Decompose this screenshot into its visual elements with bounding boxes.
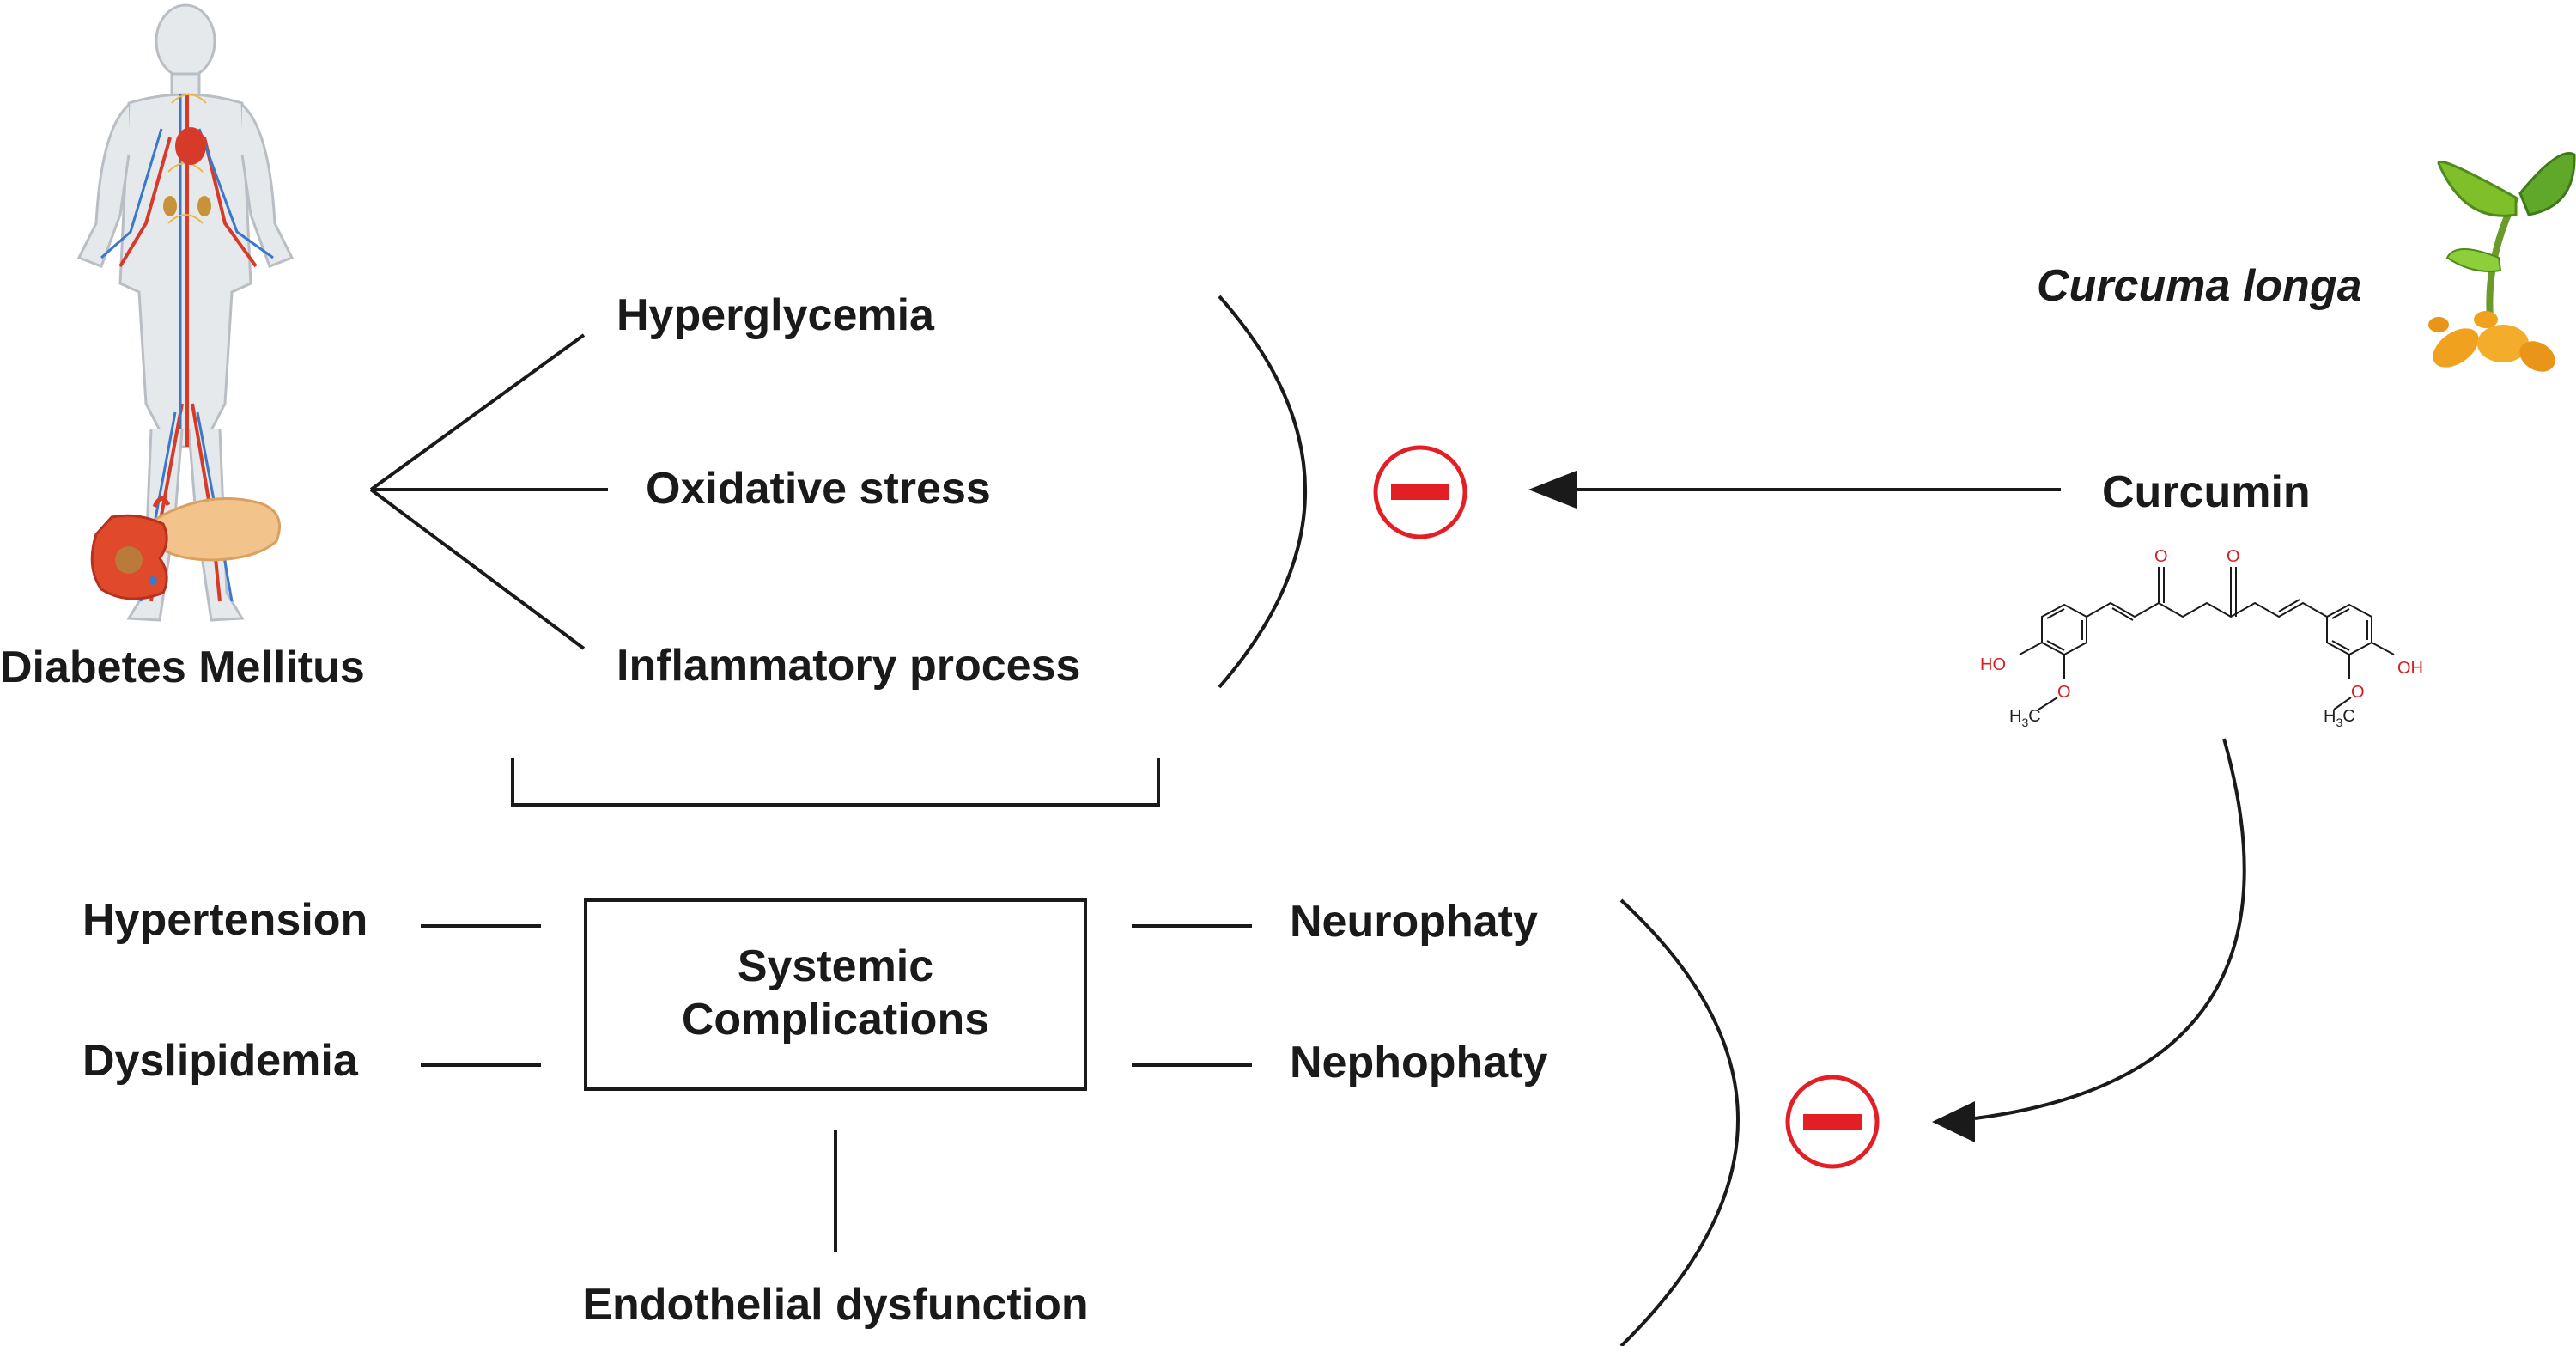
methyl-left: H3C <box>2009 707 2041 729</box>
methoxy-o-right: O <box>2351 683 2365 702</box>
curcumin-inhibit-arrow <box>1528 471 2061 509</box>
complications-bracket-arc <box>1619 898 1740 1346</box>
complication-nephophaty: Nephophaty <box>1290 1038 1548 1087</box>
factor-oxidative-stress: Oxidative stress <box>646 464 991 514</box>
curcuma-longa-label: Curcuma longa <box>2037 261 2362 311</box>
curcumin-label: Curcumin <box>2102 467 2311 517</box>
complication-hypertension: Hypertension <box>82 895 368 945</box>
inhibition-icon <box>1785 1075 1880 1169</box>
factor-hyperglycemia: Hyperglycemia <box>617 290 935 340</box>
systemic-complications-line2: Complications <box>682 995 989 1045</box>
complication-neurophaty: Neurophaty <box>1290 897 1538 947</box>
methoxy-o-left: O <box>2057 683 2071 702</box>
complication-dyslipidemia: Dyslipidemia <box>82 1036 359 1086</box>
systemic-complications-line1: Systemic <box>738 941 933 991</box>
factors-bracket-arc <box>1218 295 1307 689</box>
curcumin-structure-icon: O O HO O H3C OH O H3C <box>1980 547 2423 729</box>
pancreas-icon <box>90 496 281 600</box>
factor-inflammatory-process: Inflammatory process <box>617 641 1080 691</box>
diabetes-mellitus-label: Diabetes Mellitus <box>0 643 365 692</box>
carbonyl-o-left: O <box>2154 547 2168 566</box>
turmeric-plant-icon <box>2428 152 2576 372</box>
methyl-right: H3C <box>2324 707 2355 729</box>
inhibition-icon <box>1373 445 1467 539</box>
carbonyl-o-right: O <box>2227 547 2240 566</box>
hydroxyl-left: HO <box>1980 655 2006 674</box>
factor-connectors <box>369 333 608 650</box>
complication-endothelial-dysfunction: Endothelial dysfunction <box>582 1280 1088 1330</box>
hydroxyl-right: OH <box>2397 659 2423 678</box>
factors-to-complications-bracket <box>511 758 1160 807</box>
curcumin-curved-arrow <box>1932 738 2246 1142</box>
systemic-complications-box <box>584 898 1087 1091</box>
